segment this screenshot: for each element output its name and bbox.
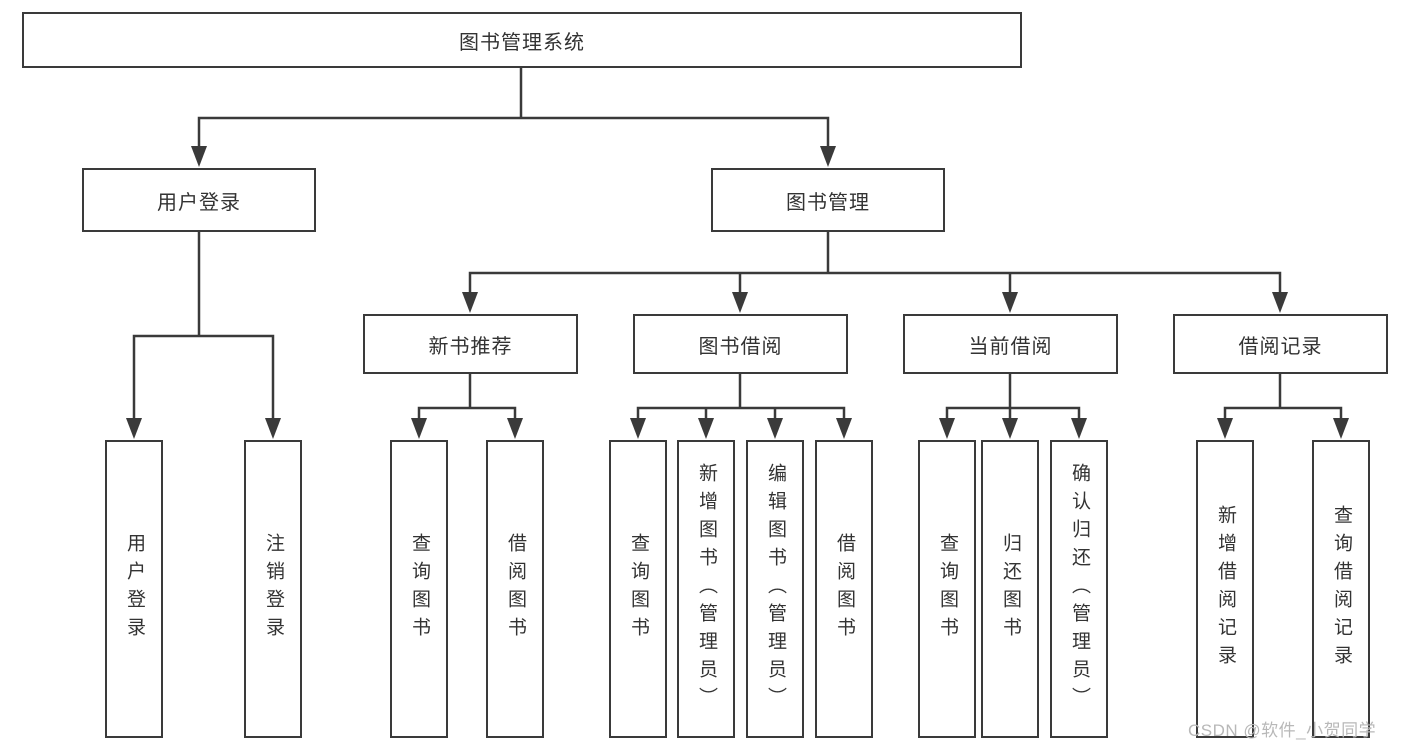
node-leaf-edit-book-admin: 编辑图书（管理员）	[746, 440, 804, 738]
node-leaf-confirm-return-admin: 确认归还（管理员）	[1050, 440, 1108, 738]
node-leaf-query-books-borrowing: 查询图书	[609, 440, 667, 738]
node-leaf-borrow-books-recommendation: 借阅图书	[486, 440, 544, 738]
node-library-management-system: 图书管理系统	[22, 12, 1022, 68]
watermark: CSDN @软件_小贺同学	[1188, 721, 1377, 740]
node-new-book-recommendation: 新书推荐	[363, 314, 578, 374]
node-borrowing-records: 借阅记录	[1173, 314, 1388, 374]
node-leaf-query-borrow-record: 查询借阅记录	[1312, 440, 1370, 738]
arrowheads	[126, 146, 1349, 439]
node-book-management: 图书管理	[711, 168, 945, 232]
node-book-borrowing: 图书借阅	[633, 314, 848, 374]
node-leaf-borrow-books: 借阅图书	[815, 440, 873, 738]
node-leaf-query-books-current: 查询图书	[918, 440, 976, 738]
node-leaf-add-borrow-record: 新增借阅记录	[1196, 440, 1254, 738]
node-leaf-add-book-admin: 新增图书（管理员）	[677, 440, 735, 738]
node-leaf-user-login: 用户登录	[105, 440, 163, 738]
node-leaf-logout: 注销登录	[244, 440, 302, 738]
node-current-borrowing: 当前借阅	[903, 314, 1118, 374]
node-leaf-query-books-recommendation: 查询图书	[390, 440, 448, 738]
node-leaf-return-book: 归还图书	[981, 440, 1039, 738]
node-user-login: 用户登录	[82, 168, 316, 232]
elbow-connectors	[132, 66, 1343, 426]
